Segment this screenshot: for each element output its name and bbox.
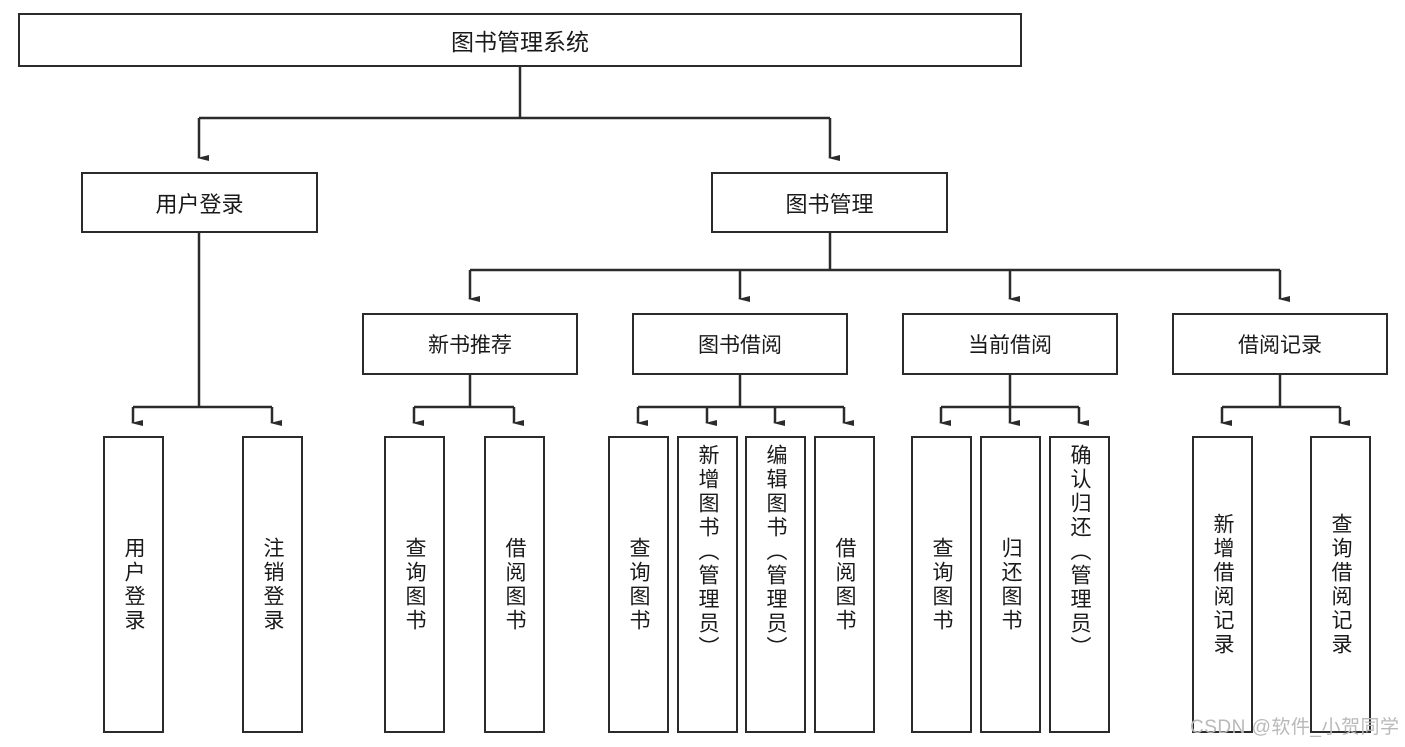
node-new-book-recommend[interactable]: 新书推荐 [362,313,578,375]
node-label: 查询借阅记录 [1329,512,1352,657]
node-label: 注销登录 [261,536,284,633]
node-label: 借阅记录 [1238,334,1322,357]
node-current-borrow[interactable]: 当前借阅 [902,313,1118,375]
node-label: 借阅图书 [833,536,856,633]
node-book-management[interactable]: 图书管理 [711,172,948,233]
leaf-current-return-book[interactable]: 归还图书 [980,436,1041,733]
node-label: 新增借阅记录 [1211,512,1234,657]
node-book-borrow[interactable]: 图书借阅 [632,313,848,375]
leaf-current-query-book[interactable]: 查询图书 [911,436,972,733]
leaf-current-confirm-return-admin[interactable]: 确认归还（管理员） [1049,436,1110,733]
node-label: 借阅图书 [503,536,526,633]
leaf-borrow-query-book[interactable]: 查询图书 [608,436,669,733]
watermark-text: CSDN @软件_小贺同学 [1190,717,1400,738]
node-label: 用户登录 [122,536,145,633]
node-root-library-system[interactable]: 图书管理系统 [18,13,1022,67]
node-label: 用户登录 [155,191,244,217]
leaf-borrow-edit-book-admin[interactable]: 编辑图书（管理员） [745,436,806,733]
node-borrow-record[interactable]: 借阅记录 [1172,313,1388,375]
node-label: 编辑图书（管理员） [764,444,787,660]
node-label: 归还图书 [999,536,1022,633]
node-label: 查询图书 [627,536,650,633]
leaf-user-login-login[interactable]: 用户登录 [103,436,164,733]
leaf-record-query-record[interactable]: 查询借阅记录 [1310,436,1371,733]
node-label: 图书借阅 [698,334,782,357]
node-label: 查询图书 [403,536,426,633]
node-label: 当前借阅 [968,334,1052,357]
node-label: 图书管理 [785,191,874,217]
node-label: 查询图书 [930,536,953,633]
leaf-user-login-logout[interactable]: 注销登录 [242,436,303,733]
node-label: 图书管理系统 [451,29,589,55]
leaf-borrow-borrow-book[interactable]: 借阅图书 [814,436,875,733]
node-label: 新书推荐 [428,334,512,357]
leaf-recommend-borrow-book[interactable]: 借阅图书 [484,436,545,733]
csdn-watermark: CSDN @软件_小贺同学 [1190,712,1399,739]
leaf-borrow-add-book-admin[interactable]: 新增图书（管理员） [677,436,738,733]
leaf-record-add-record[interactable]: 新增借阅记录 [1192,436,1253,733]
node-label: 新增图书（管理员） [696,444,719,660]
node-label: 确认归还（管理员） [1068,444,1091,660]
node-user-login[interactable]: 用户登录 [81,172,318,233]
leaf-recommend-query-book[interactable]: 查询图书 [384,436,445,733]
